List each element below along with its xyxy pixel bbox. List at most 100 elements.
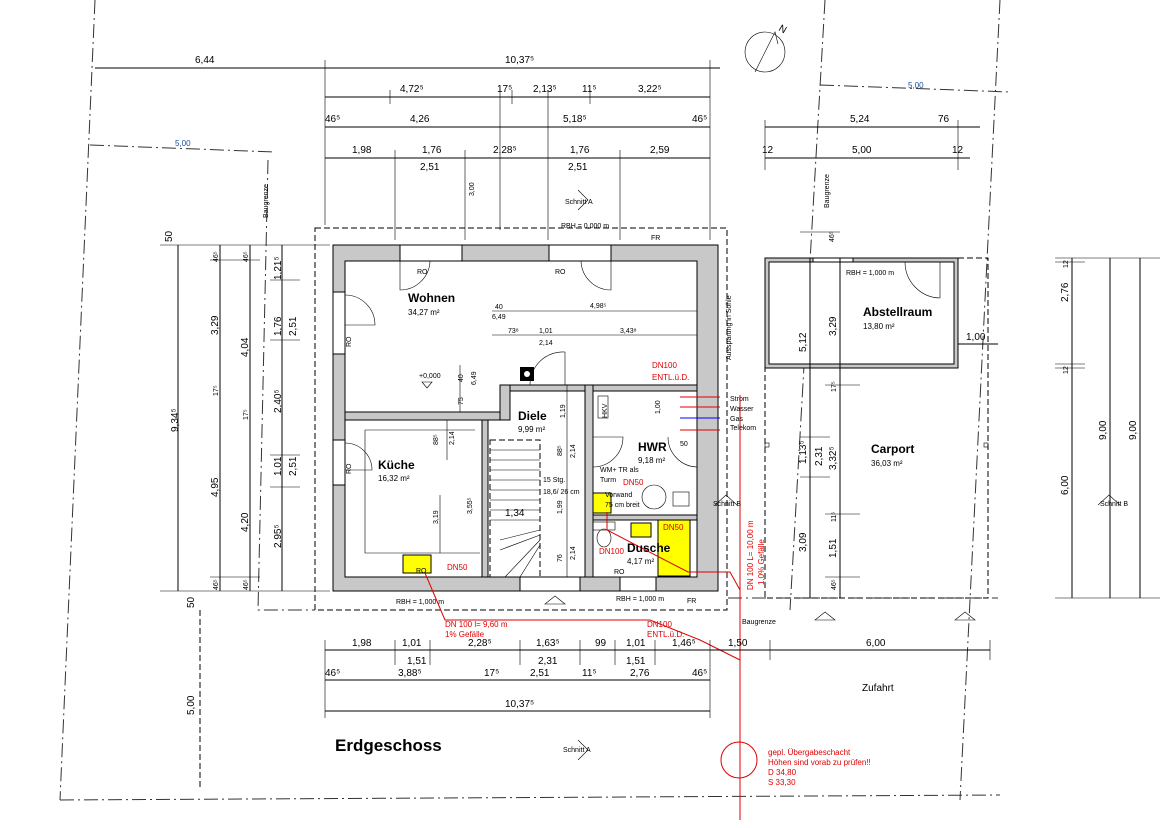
plan-label: RBH = 0,000 m (561, 223, 609, 230)
plan-label: 3,00 (469, 182, 476, 196)
plan-label: 4,95 (210, 477, 221, 497)
plan-line (592, 521, 616, 531)
plan-line (524, 371, 530, 377)
plan-label: 2,28⁵ (468, 638, 492, 649)
plan-label: 3,19 (433, 510, 440, 524)
plan-line (714, 494, 738, 506)
plan-label: 5,00 (186, 695, 197, 715)
plan-label: 2,14 (449, 431, 456, 445)
plan-line (544, 595, 976, 621)
plan-label: Höhen sind vorab zu prüfen!! (768, 758, 871, 767)
plan-label: DN50 (663, 523, 684, 532)
plan-line (548, 244, 612, 262)
plan-label: +0,000 (419, 373, 441, 380)
plan-label: 46⁵ (213, 251, 220, 262)
dimensions-right: 12 2,76 12 6,00 9,00 9,00 46⁵ 5,12 3,29 … (798, 231, 1160, 599)
plan-line (768, 261, 955, 365)
plan-label: gepl. Übergabeschacht (768, 748, 851, 757)
plan-label: 1,76 (570, 145, 590, 156)
plan-label: 4,20 (240, 512, 251, 532)
plan-label: 2,59 (650, 145, 670, 156)
plan-label: ENTL.ü.D. (647, 630, 684, 639)
plan-label: DN100 (647, 620, 672, 629)
plan-label: 1,99 (557, 500, 564, 514)
plan-line (592, 514, 698, 521)
plan-label: 13,80 m² (863, 322, 895, 331)
plan-label: Gas (730, 416, 743, 423)
plan-label: 1,01 (539, 328, 553, 335)
plan-label: 2,28⁵ (493, 145, 517, 156)
plan-label: 2,95⁵ (273, 524, 284, 548)
plan-label: Turm (600, 477, 616, 484)
section-marker-a-bottom: Schnitt A (563, 739, 591, 761)
plan-label: 17⁵ (484, 668, 499, 679)
plan-label: Zufahrt (862, 683, 894, 694)
plan-line (399, 244, 463, 262)
plan-label: 4,98⁵ (590, 303, 607, 310)
plan-label: 99 (595, 638, 607, 649)
pipe-labels: DN100 ENTL.ü.D. DN50 DN50 DN50 DN100 DN … (445, 361, 766, 639)
plan-label: 2,14 (539, 340, 553, 347)
plan-label: 3,32⁵ (828, 446, 839, 470)
plan-label: 76 (938, 114, 950, 125)
plan-line (667, 436, 698, 468)
plan-label: 46⁵ (213, 579, 220, 590)
plan-line (789, 0, 826, 611)
plan-label: 1,51 (828, 538, 839, 558)
plan-label: 6,49 (492, 314, 506, 321)
plan-label: DN50 (623, 478, 644, 487)
plan-label: 3,29 (210, 315, 221, 335)
plan-label: 1,00 (655, 400, 662, 414)
plan-label: 73⁸ (508, 328, 519, 335)
utility-lines (424, 395, 758, 820)
plan-label: 34,27 m² (408, 308, 440, 317)
storage-carport (764, 257, 989, 599)
section-marker-b-left: Schnitt B (713, 494, 741, 508)
plan-label: RO (416, 568, 427, 575)
plan-label: 11⁵ (582, 668, 597, 679)
plan-line (596, 528, 612, 548)
plan-label: FR (651, 235, 660, 242)
plan-label: 9,18 m² (638, 456, 665, 465)
house (314, 227, 728, 611)
plan-label: 4,72⁵ (400, 84, 424, 95)
plan-label: 2,31 (538, 656, 558, 667)
plan-label: RO (346, 336, 353, 347)
plan-label: Küche (378, 458, 415, 472)
plan-label: 2,51 (288, 456, 299, 476)
plan-label: 6,44 (195, 55, 215, 66)
plan-line (490, 449, 541, 578)
dimensions-interior: 40 4,98⁵ 6,49 73⁸ 1,01 3,43⁸ 2,14 40 6,4… (433, 303, 697, 577)
plan-label: HKV (602, 403, 609, 418)
plan-label: 6,00 (1060, 475, 1071, 495)
plan-line (344, 294, 376, 326)
plan-line (812, 257, 854, 263)
plan-label: 6,49 (471, 371, 478, 385)
plan-label: 5,24 (850, 114, 870, 125)
plan-label: RBH = 1,000 m (846, 270, 894, 277)
plan-label: 12 (762, 145, 774, 156)
plan-label: 4,17 m² (627, 557, 654, 566)
plan-label: N (777, 23, 789, 36)
plan-label: 1,98 (352, 638, 372, 649)
plan-label: DN 100 l= 9,60 m (445, 620, 508, 629)
plan-label: 1,76 (422, 145, 442, 156)
plan-label: DN50 (447, 563, 468, 572)
plan-label: 5,00 (908, 81, 924, 90)
plan-label: 40 (458, 374, 465, 382)
plan-label: 2,13⁵ (533, 84, 557, 95)
plan-label: 50 (680, 441, 688, 448)
plan-label: 17⁵ (213, 385, 220, 396)
plan-label: 18,6/ 26 cm (543, 489, 580, 496)
plan-label: Diele (518, 409, 547, 423)
plan-line (439, 310, 697, 577)
plan-line (59, 0, 96, 801)
plan-line (754, 31, 779, 73)
plan-line (344, 411, 501, 421)
plan-label: 46⁵ (829, 231, 836, 242)
plan-line (904, 261, 941, 299)
plan-label: 3,29 (828, 316, 839, 336)
